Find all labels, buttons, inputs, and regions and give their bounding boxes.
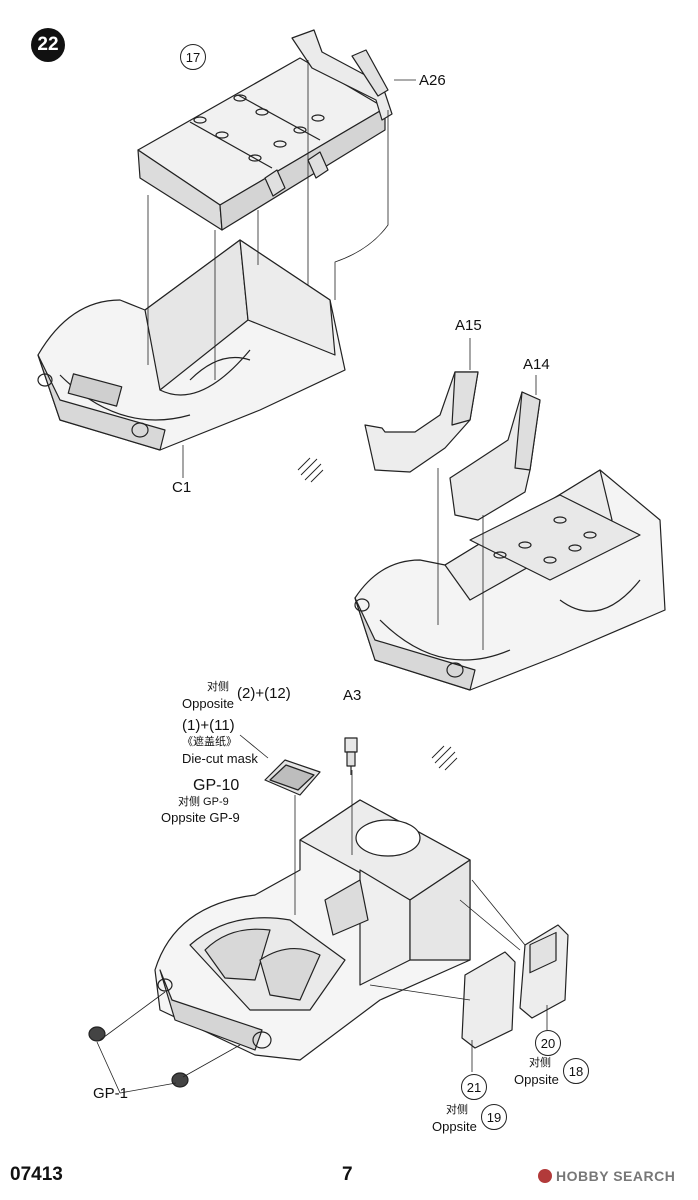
rear-frame-a26 bbox=[291, 29, 393, 121]
cab-hood-assembly bbox=[154, 799, 471, 1061]
leader-lines-mid bbox=[437, 338, 537, 650]
callout-21: 21 bbox=[461, 1074, 487, 1100]
part-label-a26: A26 bbox=[419, 72, 446, 89]
callout-18: 18 bbox=[563, 1058, 589, 1084]
door20-opposite-cn: 对侧 bbox=[529, 1057, 551, 1069]
watermark: HOBBY SEARCH bbox=[538, 1168, 675, 1184]
hull-tub-upper bbox=[37, 239, 346, 451]
seat-frame-a14 bbox=[449, 391, 541, 521]
step-number-badge: 22 bbox=[31, 28, 65, 62]
note-opposite-cn: 对侧 bbox=[207, 681, 229, 693]
part-label-a3: A3 bbox=[343, 687, 362, 704]
top-mask-part bbox=[264, 759, 321, 796]
door21-opposite-cn: 对侧 bbox=[446, 1104, 468, 1116]
leader-lines-top bbox=[147, 60, 416, 478]
door-21 bbox=[461, 951, 516, 1049]
mask-label-cn: 《遮盖纸》 bbox=[182, 736, 237, 748]
part-label-gp10: GP-10 bbox=[193, 777, 240, 794]
hobbysearch-logo-icon bbox=[538, 1169, 552, 1183]
mask-parts-label: (1)+(11) bbox=[182, 717, 235, 734]
hatch-mark bbox=[297, 457, 458, 771]
hull-tub-assembled bbox=[354, 469, 666, 691]
mask-label-en: Die-cut mask bbox=[182, 751, 258, 766]
seat-frame-a15 bbox=[364, 371, 479, 473]
door20-opposite-en: Oppsite bbox=[514, 1072, 559, 1087]
antenna-a3 bbox=[344, 737, 358, 775]
part-label-a15: A15 bbox=[455, 317, 482, 334]
cargo-floor-part bbox=[137, 57, 386, 231]
note-opposite-en: Opposite bbox=[182, 696, 235, 711]
gp9-label-en: Oppsite GP-9 bbox=[161, 810, 240, 825]
door-20 bbox=[519, 924, 569, 1019]
callout-17: 17 bbox=[180, 44, 206, 70]
part-label-a14: A14 bbox=[523, 356, 550, 373]
door21-opposite-en: Oppsite bbox=[432, 1119, 477, 1134]
note-opposite-parts: (2)+(12) bbox=[237, 685, 291, 702]
watermark-text: HOBBY SEARCH bbox=[556, 1168, 676, 1184]
part-label-c1: C1 bbox=[172, 479, 192, 496]
page-number: 7 bbox=[342, 1164, 353, 1185]
gp9-label-cn: 对侧 GP-9 bbox=[178, 796, 229, 808]
part-label-gp1: GP-1 bbox=[93, 1085, 129, 1102]
product-code: 07413 bbox=[10, 1164, 63, 1185]
callout-20: 20 bbox=[535, 1030, 561, 1056]
callout-19: 19 bbox=[481, 1104, 507, 1130]
leader-lines-bottom bbox=[96, 734, 548, 1094]
